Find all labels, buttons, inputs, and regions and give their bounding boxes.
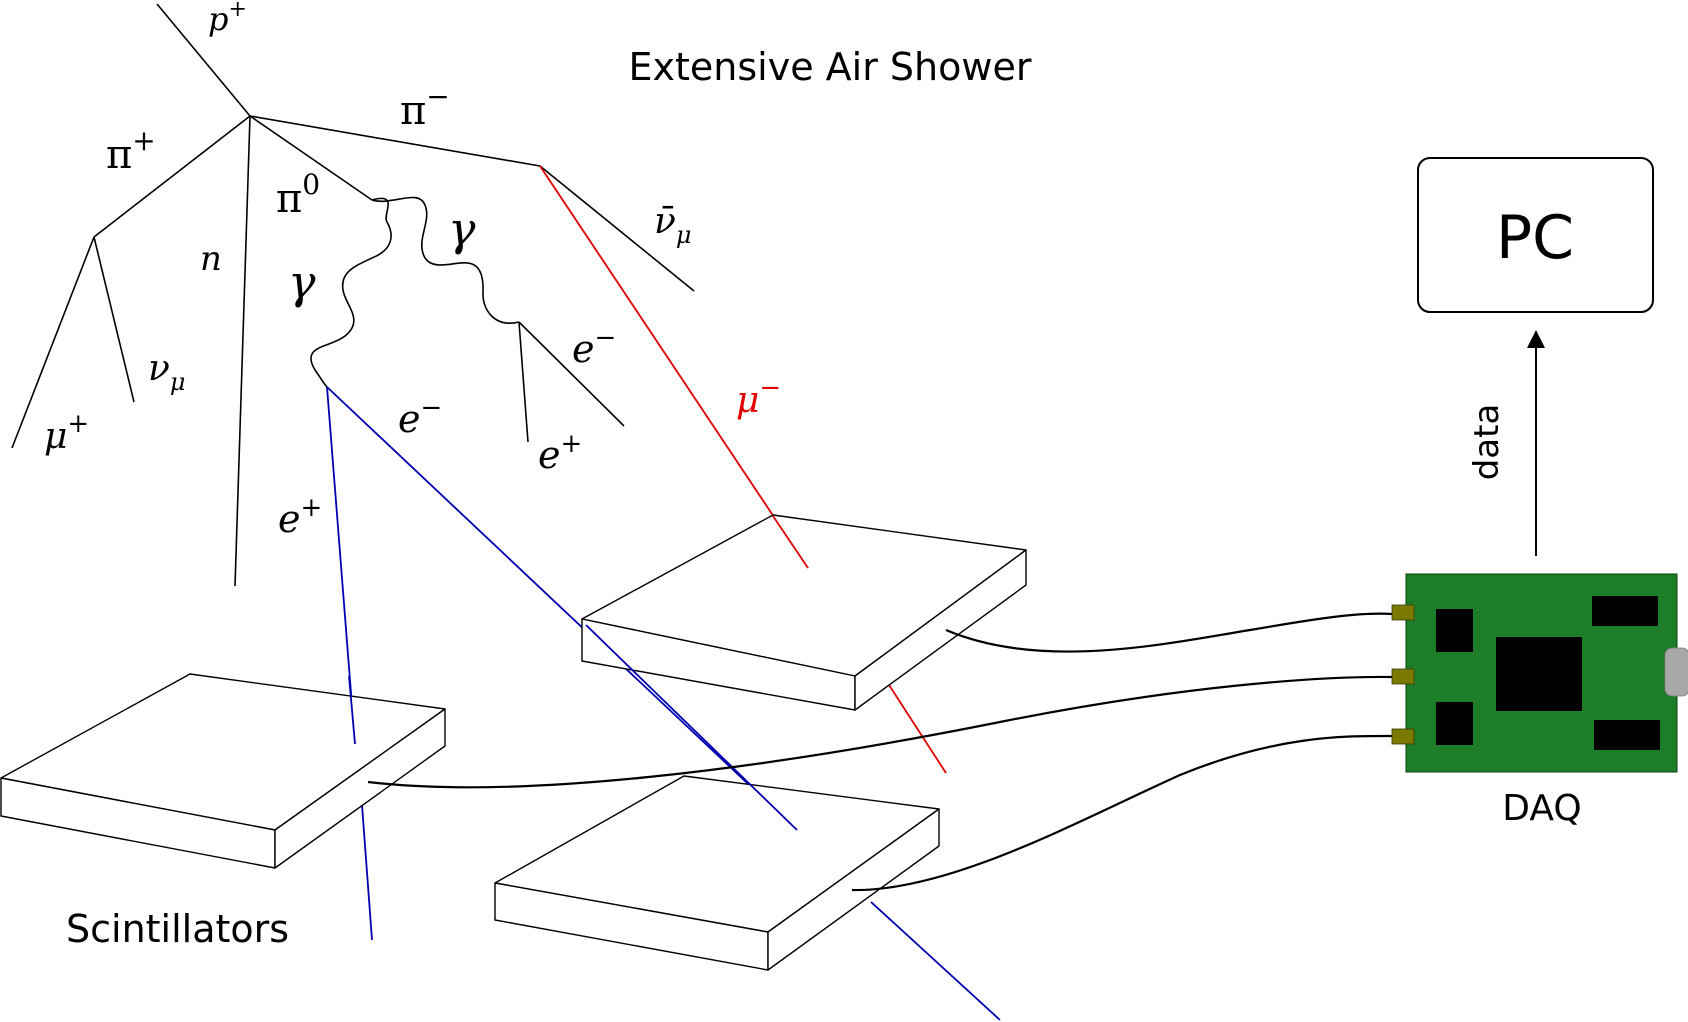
nubar-mu-track <box>539 165 695 292</box>
pc-box <box>1417 157 1654 313</box>
neutron-track <box>234 115 251 587</box>
daq-connector-3 <box>1391 728 1415 745</box>
cable-slab-2 <box>367 675 1393 789</box>
scintillator-slab-3 <box>494 775 940 971</box>
e-minus-hit-segment <box>585 624 798 831</box>
label-mu-plus: μ+ <box>44 409 89 457</box>
nu-mu-track <box>93 236 135 403</box>
daq-board <box>1391 573 1688 773</box>
e-plus-hit-segment <box>348 675 356 745</box>
muon-track <box>539 165 947 774</box>
label-gamma-right: γ <box>448 202 476 256</box>
cable-slab-3 <box>851 734 1393 892</box>
daq-chip-small-1 <box>1436 609 1473 652</box>
label-nu-mu: νμ <box>148 348 186 396</box>
data-label: data <box>1467 404 1507 481</box>
mu-plus-track <box>11 236 95 449</box>
label-e-plus-left: e+ <box>278 493 322 541</box>
e-minus-left-track <box>326 386 798 831</box>
scintillators <box>0 514 1027 971</box>
scintillator-slab-1 <box>581 514 1027 711</box>
primary-proton-track <box>156 3 251 117</box>
e-plus-right-track <box>518 321 529 443</box>
cable-slab-1 <box>945 612 1393 653</box>
daq-chip-flat-1 <box>1592 596 1658 626</box>
tracks-on-slabs <box>348 515 809 831</box>
daq-label: DAQ <box>1502 788 1581 829</box>
label-mu-minus: μ− <box>736 373 781 421</box>
label-pi-minus: π− <box>400 80 450 134</box>
gamma-left-wave <box>310 197 392 388</box>
scintillator-slab-2 <box>0 673 446 869</box>
label-e-minus-right: e− <box>572 323 616 371</box>
e-plus-left-track-lower <box>361 804 373 941</box>
label-gamma-left: γ <box>288 255 316 309</box>
label-e-plus-right: e+ <box>538 429 582 477</box>
label-pi-plus: π+ <box>106 124 156 178</box>
diagram-title: Extensive Air Shower <box>629 45 1032 89</box>
data-arrow <box>1527 330 1545 556</box>
mu-minus-track-upper <box>539 165 809 569</box>
label-nubar-mu: ν̄μ <box>654 201 692 249</box>
daq-usb-port <box>1664 647 1688 697</box>
shower-tracks <box>11 3 695 587</box>
mu-minus-track-lower <box>888 684 947 774</box>
label-neutron: n <box>200 239 222 279</box>
scintillators-label: Scintillators <box>66 907 289 951</box>
pi-minus-track <box>249 115 541 167</box>
label-e-minus-left: e− <box>398 393 442 441</box>
particle-labels: p+ π+ π− π0 n γ γ ν̄μ νμ μ+ μ− e− e+ e− … <box>44 0 781 541</box>
gamma-right-wave <box>371 196 520 324</box>
pi-plus-track <box>93 115 251 238</box>
daq-chip-main <box>1496 637 1582 711</box>
e-minus-right-track <box>518 321 625 427</box>
label-p-plus: p+ <box>208 0 247 38</box>
pi-zero-track <box>249 115 373 201</box>
mu-minus-hit-segment <box>772 515 809 569</box>
e-minus-left-track-lower <box>870 901 1001 1021</box>
daq-connector-2 <box>1391 668 1415 685</box>
pc-label: PC <box>1496 203 1574 273</box>
cables <box>367 612 1393 892</box>
daq-chip-small-2 <box>1436 702 1473 745</box>
daq-chip-flat-2 <box>1594 720 1660 750</box>
label-pi-zero: π0 <box>276 168 320 222</box>
daq-connector-1 <box>1391 604 1415 621</box>
